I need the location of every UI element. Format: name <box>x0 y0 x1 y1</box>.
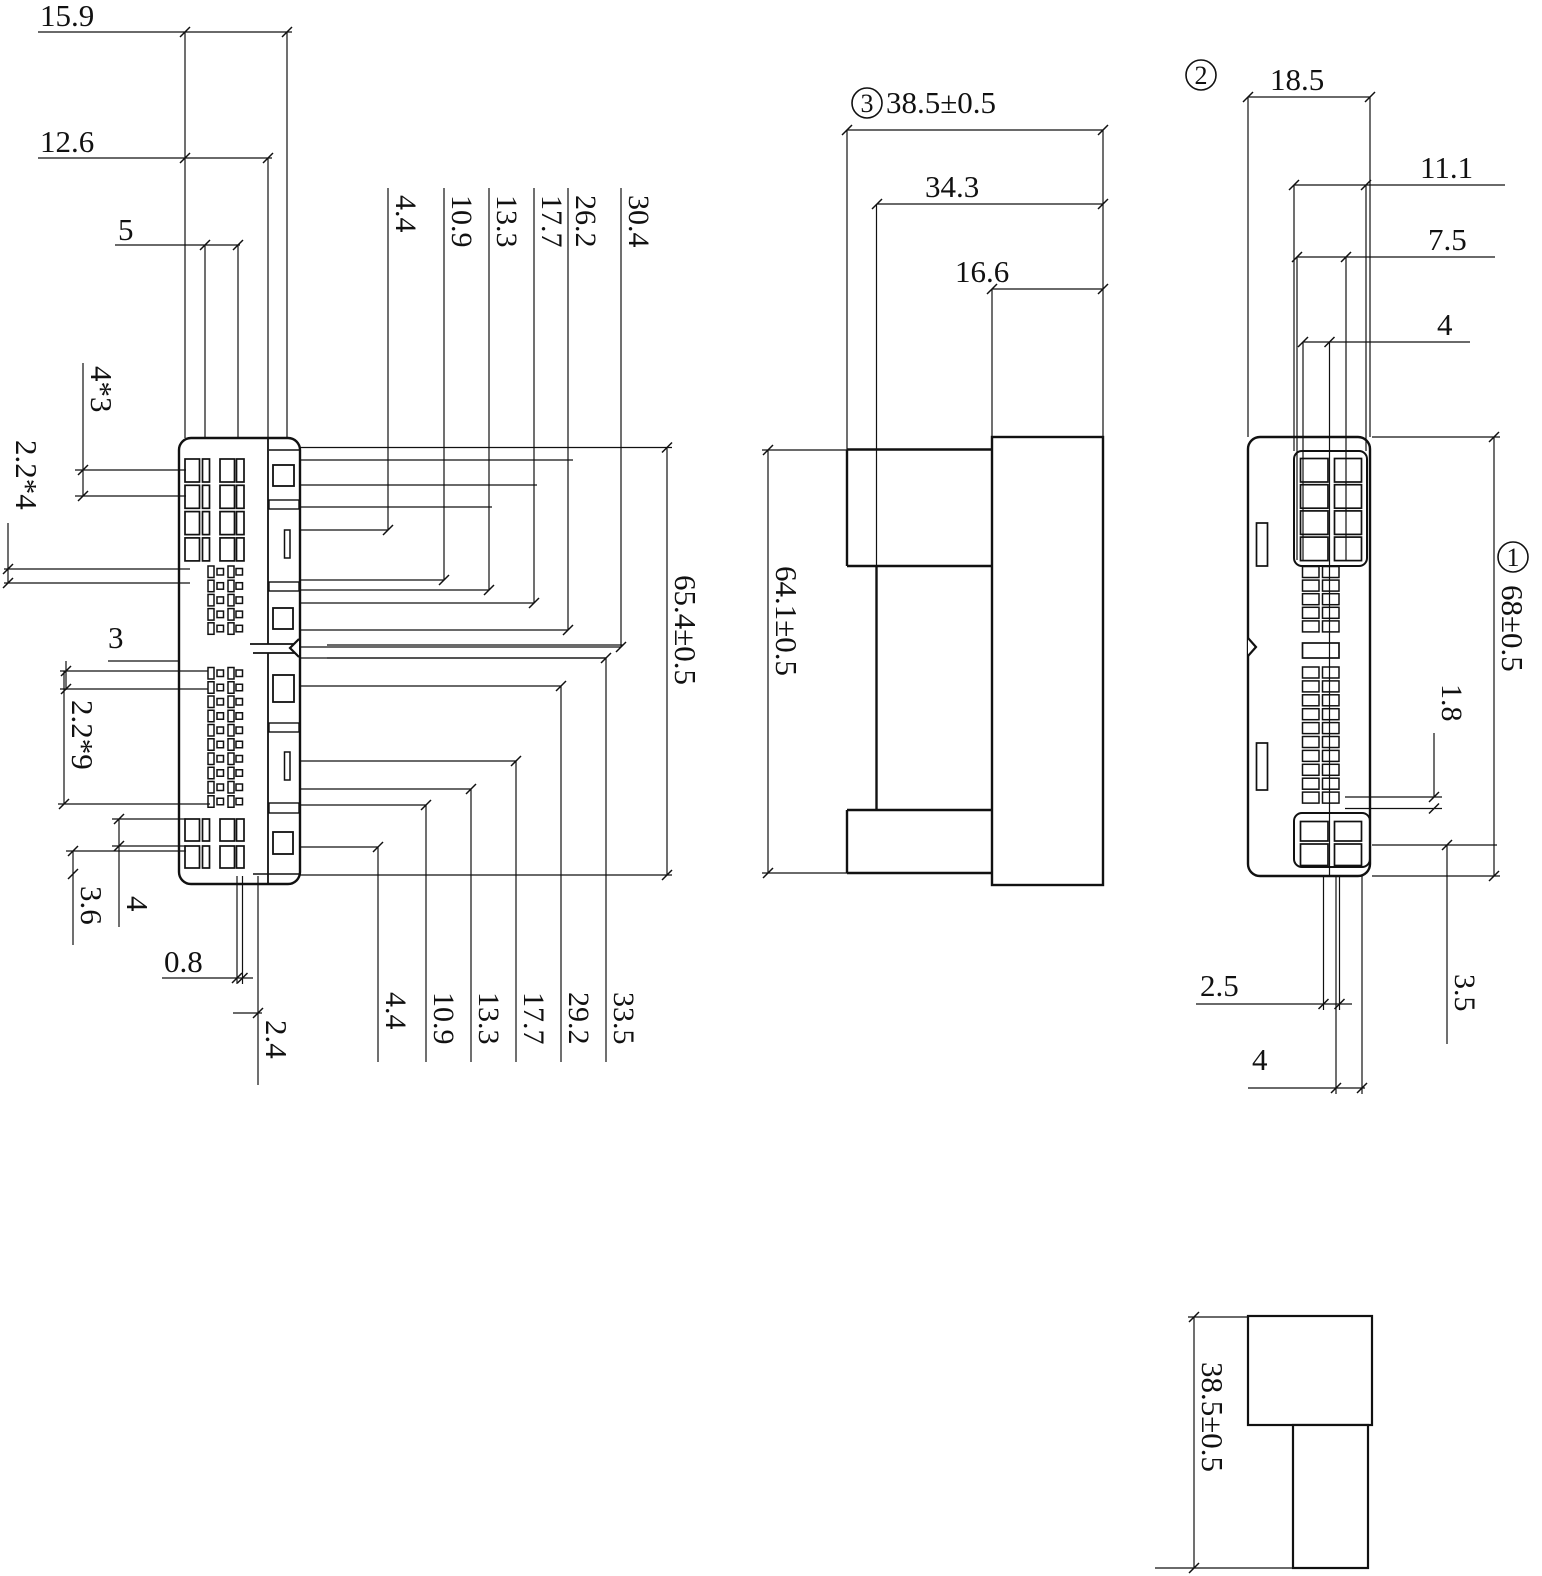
front-bottom-callout-2: 13.3 <box>472 992 505 1045</box>
dim-label-3-6: 3.6 <box>74 886 109 925</box>
dim-label-4-bottom: 4 <box>1252 1042 1268 1077</box>
dim-label-7-5: 7.5 <box>1428 222 1467 257</box>
front-top-callout-3: 17.7 <box>535 195 568 248</box>
dim-label-5: 5 <box>118 212 134 247</box>
front-top-callout-0: 4.4 <box>389 195 422 233</box>
dim-label-3: 3 <box>108 620 124 655</box>
front-bottom-callout-3: 17.7 <box>517 992 550 1045</box>
dim-label-4-pitch: 4 <box>120 896 155 912</box>
dim-label-2-4: 2.4 <box>259 1020 294 1059</box>
dim-label-4x3: 4*3 <box>84 366 119 413</box>
height-dim-marker: 1 <box>1507 543 1520 572</box>
dim-label-1-8: 1.8 <box>1435 684 1468 722</box>
front-bottom-callout-1: 10.9 <box>427 992 460 1045</box>
front-bottom-callout-5: 33.5 <box>607 992 640 1045</box>
dim-label-64-1: 64.1±0.5 <box>769 566 804 676</box>
front-top-callout-4: 26.2 <box>569 195 602 248</box>
dim-label-2-5: 2.5 <box>1200 968 1239 1003</box>
side-view-marker: 3 <box>861 89 874 118</box>
end-view: 2 18.5 11.1 7.5 4 1 68±0.5 1.8 2.5 4 3.5 <box>1185 59 1530 1094</box>
dim-label-2-2x9: 2.2*9 <box>65 700 100 770</box>
bottom-view: 38.5±0.5 <box>1155 1311 1374 1574</box>
dim-label-65-4: 65.4±0.5 <box>668 575 703 685</box>
dim-label-38-5-side: 38.5±0.5 <box>886 85 996 120</box>
front-bottom-callout-4: 29.2 <box>562 992 595 1045</box>
front-bottom-callout-0: 4.4 <box>379 992 412 1030</box>
dim-label-18-5: 18.5 <box>1270 62 1324 97</box>
side-view: 3 38.5±0.5 34.3 16.6 64.1±0.5 <box>762 85 1109 887</box>
dim-label-0-8: 0.8 <box>164 944 203 979</box>
front-view: 15.9 12.6 5 4*3 2.2*4 3 2.2*9 3.6 4 0.8 2.4 65.4±0.… <box>2 0 703 1085</box>
dim-label-11-1: 11.1 <box>1420 150 1473 185</box>
dim-label-34-3: 34.3 <box>925 169 979 204</box>
dim-label-15-9: 15.9 <box>40 0 94 33</box>
dim-label-68: 68±0.5 <box>1495 585 1530 672</box>
dim-label-12-6: 12.6 <box>40 124 94 159</box>
end-view-marker: 2 <box>1195 61 1208 90</box>
dim-label-4-top: 4 <box>1437 307 1453 342</box>
front-top-callout-1: 10.9 <box>445 195 478 248</box>
dim-label-16-6: 16.6 <box>955 254 1009 289</box>
front-top-callout-5: 30.4 <box>622 195 655 248</box>
front-top-callout-2: 13.3 <box>490 195 523 248</box>
dim-label-38-5-bottom: 38.5±0.5 <box>1195 1362 1230 1472</box>
dim-label-3-5: 3.5 <box>1448 974 1481 1012</box>
dim-label-2-2x4: 2.2*4 <box>9 440 44 510</box>
